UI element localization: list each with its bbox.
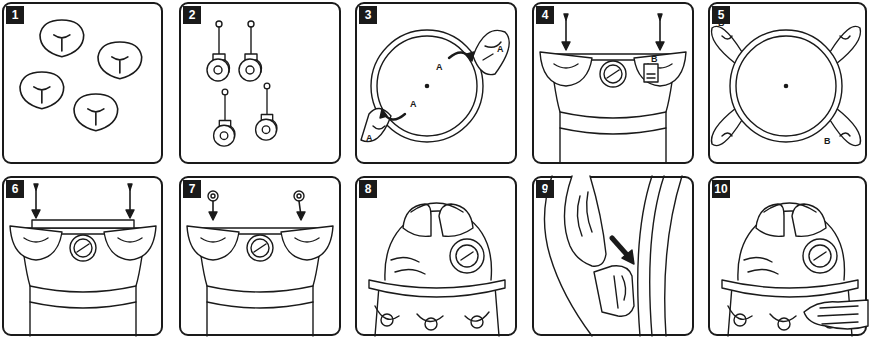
drum-side-view [10,184,156,336]
step-number: 8 [359,180,377,198]
latch-close-up [544,176,682,336]
step-panel: 1 [2,2,163,164]
part-letter: B [718,18,725,28]
drum-side-view [540,14,686,162]
drum-with-casters [187,191,333,336]
step-panel: 10 [708,176,867,336]
part-letter: B [824,136,831,146]
caster-feet [20,20,142,131]
step-number: 9 [536,180,554,198]
step-panel: 6 [2,176,163,336]
step-panel: 4 [532,2,694,164]
step-panel: 2 [179,2,341,164]
part-letter: A [410,99,417,109]
step-panel: 8 [355,176,517,336]
step-panel: 9 [532,176,694,336]
part-letter: A [497,44,504,54]
part-letter: A [366,133,373,143]
step-number: 4 [536,6,554,24]
step-number: 10 [712,180,730,198]
step-number: 3 [359,6,377,24]
step-panel: 3 [355,2,517,164]
part-letter: B [651,54,658,64]
step-number: 6 [6,180,24,198]
step-number: 1 [6,6,24,24]
casters [207,21,277,146]
vacuum-assembled [369,203,505,336]
step-number: 2 [183,6,201,24]
vacuum-assembled [722,203,868,336]
step-panel: 5 [708,2,867,164]
step-panel: 7 [179,176,341,336]
base-top-view [361,30,509,142]
part-letter: A [436,62,443,72]
base-four-feet [712,26,861,145]
step-number: 7 [183,180,201,198]
